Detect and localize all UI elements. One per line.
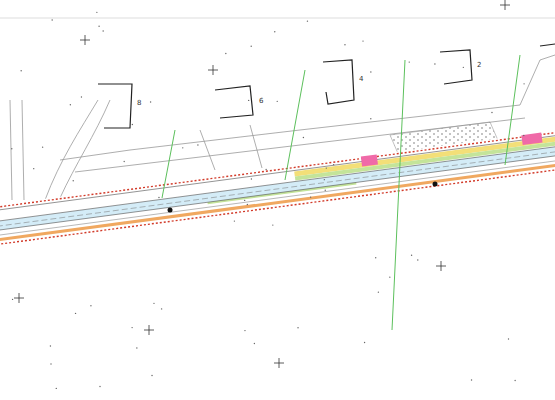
survey-point xyxy=(234,220,235,221)
survey-point xyxy=(250,46,251,47)
survey-point xyxy=(274,31,275,32)
survey-point xyxy=(75,313,76,314)
survey-point xyxy=(247,204,248,205)
survey-point xyxy=(307,20,308,21)
house-number: 6 xyxy=(258,98,264,105)
survey-point xyxy=(297,327,298,328)
survey-point xyxy=(254,343,255,344)
survey-point xyxy=(375,257,376,258)
survey-point xyxy=(523,83,524,84)
survey-point xyxy=(244,200,245,201)
survey-point xyxy=(491,112,492,113)
survey-point xyxy=(182,147,183,148)
survey-point xyxy=(151,375,152,376)
survey-point xyxy=(344,44,345,45)
survey-point xyxy=(333,164,334,165)
survey-point xyxy=(251,178,252,179)
survey-point xyxy=(99,386,100,387)
survey-point xyxy=(411,255,412,256)
survey-point xyxy=(11,148,12,149)
survey-point xyxy=(56,388,57,389)
survey-point xyxy=(123,161,124,162)
survey-point xyxy=(310,196,311,197)
survey-point xyxy=(326,167,327,168)
survey-point xyxy=(131,327,132,328)
house-number: 4 xyxy=(358,76,364,83)
house-number: 8 xyxy=(136,100,142,107)
survey-point xyxy=(20,70,21,71)
survey-point xyxy=(370,71,371,72)
survey-point xyxy=(514,380,515,381)
survey-point xyxy=(463,67,464,68)
survey-point xyxy=(90,305,91,306)
survey-point xyxy=(303,137,304,138)
survey-point xyxy=(523,135,524,136)
survey-point xyxy=(277,101,278,102)
survey-point xyxy=(98,26,99,27)
house-number: 2 xyxy=(476,62,482,69)
survey-point xyxy=(132,124,133,125)
survey-point xyxy=(158,197,159,198)
survey-point xyxy=(50,363,51,364)
survey-point xyxy=(325,190,326,191)
grid-cross xyxy=(14,0,510,368)
survey-point xyxy=(225,53,226,54)
survey-point xyxy=(364,342,365,343)
road-band xyxy=(0,129,555,250)
survey-point xyxy=(50,345,51,346)
survey-point xyxy=(42,146,43,147)
survey-point xyxy=(197,144,198,145)
building-outline xyxy=(98,44,555,128)
survey-point xyxy=(70,104,71,105)
survey-point xyxy=(471,379,472,380)
survey-point xyxy=(378,291,379,292)
survey-point xyxy=(136,347,137,348)
survey-point xyxy=(51,19,52,20)
survey-point xyxy=(161,308,162,309)
survey-point xyxy=(73,180,74,181)
survey-point xyxy=(362,40,363,41)
survey-point xyxy=(409,61,410,62)
survey-point xyxy=(508,338,509,339)
survey-point xyxy=(96,12,97,13)
survey-point xyxy=(244,330,245,331)
survey-point xyxy=(12,299,13,300)
survey-point xyxy=(272,224,273,225)
survey-point xyxy=(81,96,82,97)
survey-point xyxy=(389,276,390,277)
survey-point xyxy=(324,179,325,180)
survey-point xyxy=(434,63,435,64)
survey-point xyxy=(33,168,34,169)
survey-point xyxy=(248,100,249,101)
survey-point xyxy=(102,30,103,31)
survey-point xyxy=(417,259,418,260)
survey-point xyxy=(153,303,154,304)
survey-point xyxy=(265,169,266,170)
survey-point xyxy=(150,101,151,102)
survey-point xyxy=(370,118,371,119)
